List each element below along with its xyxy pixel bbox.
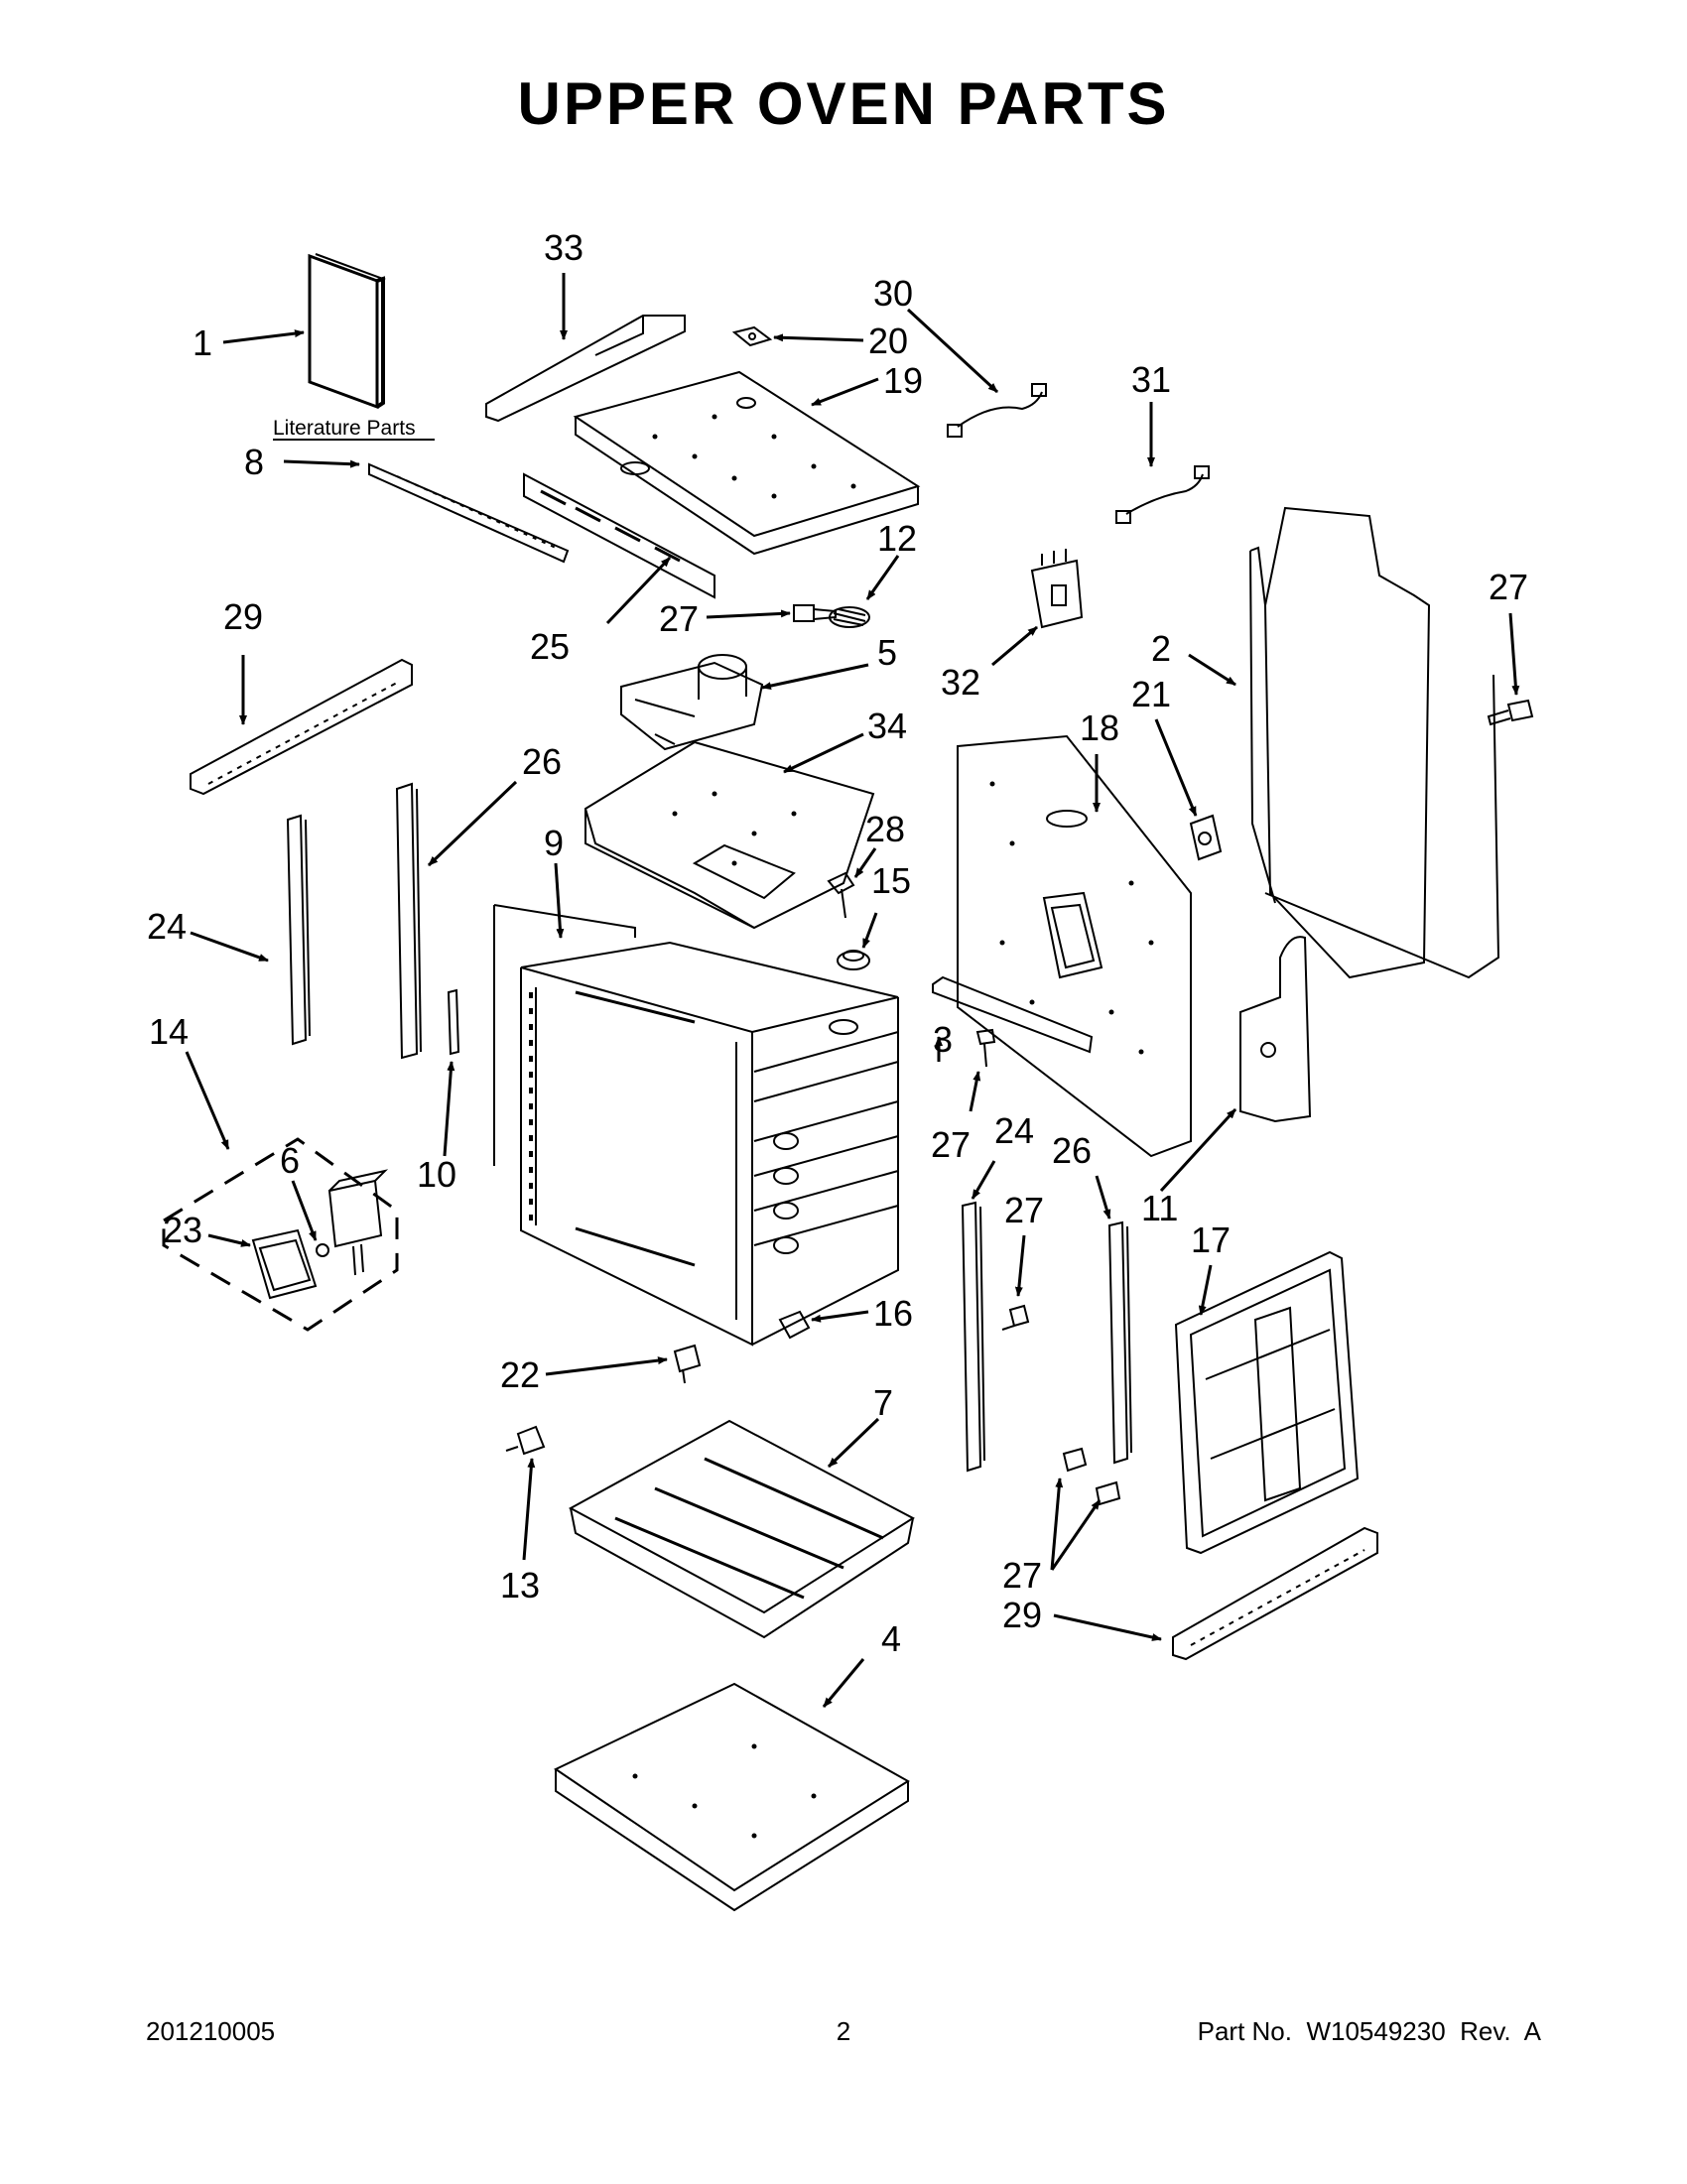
footer-page-number: 2 (836, 2016, 851, 2046)
part-top-bracket (485, 315, 686, 423)
callout-34: 34 (867, 706, 907, 746)
part-side-wrapper (1249, 506, 1500, 979)
callout-33: 33 (544, 227, 584, 268)
part-screw-3 (975, 1028, 996, 1068)
callout-3: 3 (933, 1019, 953, 1060)
callout-19: 19 (883, 360, 923, 401)
callout-24-b: 24 (994, 1110, 1034, 1151)
part-wire-harness-31 (1115, 465, 1210, 524)
callout-9: 9 (544, 823, 564, 863)
callout-2: 2 (1151, 628, 1171, 669)
callout-31: 31 (1131, 359, 1171, 400)
callout-21: 21 (1131, 674, 1171, 714)
part-side-channel-24-right (961, 1201, 985, 1473)
callout-27-d: 27 (1002, 1555, 1042, 1596)
part-switch-13 (505, 1425, 546, 1456)
callout-10: 10 (417, 1154, 456, 1195)
part-insulation (1239, 936, 1312, 1123)
part-oven-cavity (493, 904, 899, 1347)
part-oven-floor (568, 1419, 915, 1639)
callout-17: 17 (1191, 1220, 1231, 1260)
part-fan-motor (620, 654, 764, 751)
part-trim-strip (368, 462, 570, 564)
callout-27-e: 27 (931, 1124, 971, 1165)
part-side-rail-lower (1172, 1526, 1378, 1661)
part-wire-harness-30 (947, 383, 1047, 438)
part-small-plate (731, 325, 773, 347)
part-rack-frame (1174, 1250, 1360, 1555)
part-rear-panel (957, 734, 1192, 1158)
part-light-assembly (162, 1137, 399, 1332)
callout-30: 30 (873, 273, 913, 314)
part-literature-booklet (308, 253, 387, 410)
callout-13: 13 (500, 1565, 540, 1606)
callout-16: 16 (873, 1293, 913, 1334)
part-screw-right (1487, 699, 1534, 726)
part-round-grille (829, 606, 870, 628)
callout-11: 11 (1141, 1188, 1178, 1228)
callouts: 1 8 33 20 19 30 31 25 12 27 5 32 29 26 3… (147, 227, 1528, 1659)
callout-14: 14 (149, 1011, 189, 1052)
part-bottom-bracket (932, 975, 1094, 1054)
part-top-panel (573, 370, 921, 556)
part-grommet-15 (837, 950, 870, 970)
callout-24-a: 24 (147, 906, 187, 947)
callout-12: 12 (877, 518, 917, 559)
exploded-parts-diagram: Literature Parts (147, 227, 1534, 1912)
callout-29-a: 29 (223, 596, 263, 637)
callout-18: 18 (1080, 707, 1119, 748)
callout-27-a: 27 (659, 598, 699, 639)
callout-1: 1 (193, 322, 212, 363)
part-side-channel-26 (395, 782, 422, 1060)
callout-29-b: 29 (1002, 1595, 1042, 1635)
part-screw-28 (827, 871, 855, 919)
callout-5: 5 (877, 632, 897, 673)
callout-26-b: 26 (1052, 1130, 1092, 1171)
literature-parts-label: Literature Parts (273, 417, 416, 440)
callout-26-a: 26 (522, 741, 562, 782)
callout-7: 7 (873, 1382, 893, 1423)
leader-arrows (185, 273, 1520, 1708)
callout-23: 23 (163, 1210, 202, 1250)
part-knob-22 (673, 1344, 702, 1384)
callout-4: 4 (881, 1618, 901, 1659)
part-vent-grille (523, 472, 715, 599)
part-bottom-panel (553, 1682, 910, 1912)
callout-6: 6 (280, 1140, 300, 1181)
callout-25: 25 (530, 626, 570, 667)
part-side-rail (190, 658, 413, 796)
part-heat-shield-tray (584, 740, 875, 930)
page-title: UPPER OVEN PARTS (517, 70, 1170, 137)
callout-20: 20 (868, 321, 908, 361)
part-side-channel-26-right (1107, 1220, 1132, 1465)
callout-27-c: 27 (1004, 1190, 1044, 1230)
callout-8: 8 (244, 442, 264, 482)
callout-32: 32 (941, 662, 980, 703)
callout-27-b: 27 (1489, 567, 1528, 607)
part-clip (447, 988, 460, 1056)
footer-part-number: Part No. W10549230 Rev. A (1197, 2016, 1541, 2046)
part-screws-lower (1001, 1304, 1121, 1506)
callout-28: 28 (865, 809, 905, 849)
callout-15: 15 (871, 860, 911, 901)
part-knob-16 (778, 1310, 811, 1340)
part-screw (793, 604, 837, 622)
part-side-channel-24 (286, 814, 311, 1046)
footer-document-number: 201210005 (146, 2016, 276, 2046)
part-switch-block (1030, 549, 1084, 629)
callout-22: 22 (500, 1354, 540, 1395)
part-sensor-21 (1189, 814, 1223, 861)
